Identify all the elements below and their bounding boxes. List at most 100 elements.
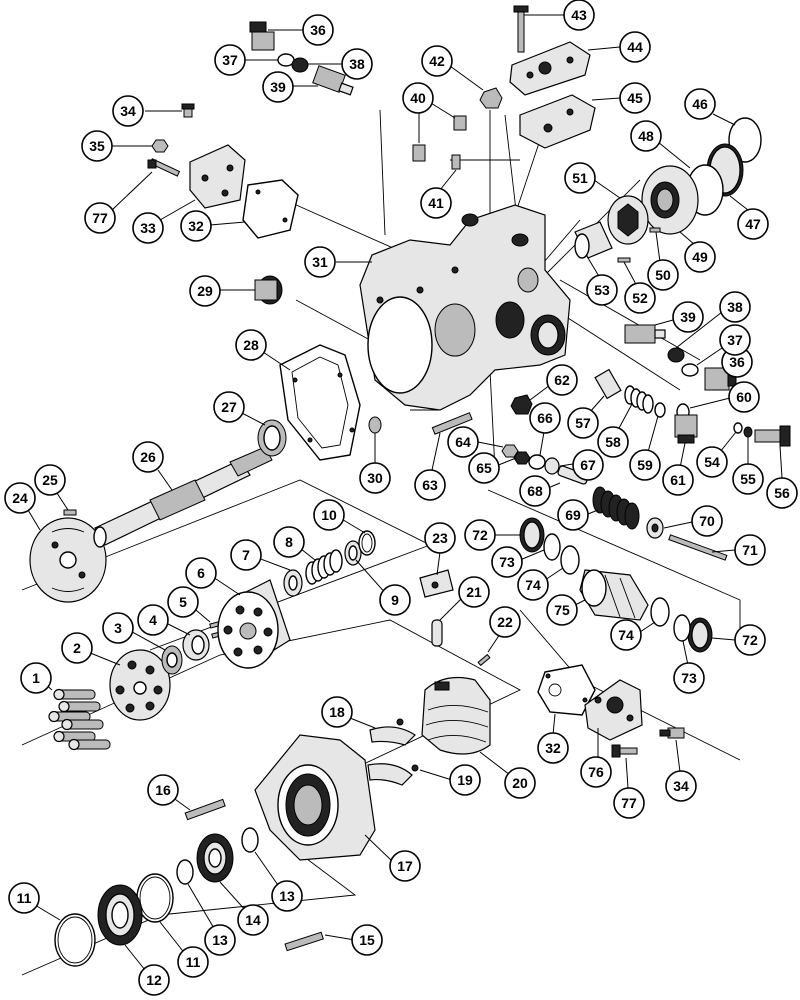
callout-label: 34 [673,778,689,794]
callout-8: 8 [273,526,316,561]
callout-label: 57 [575,415,591,431]
plug-62 [510,394,533,415]
valve-plate [29,517,107,603]
callout-64: 64 [447,426,504,458]
callout-label: 70 [699,513,715,529]
plug-36a [249,21,275,51]
callout-label: 28 [243,337,259,353]
callout-72b: 72 [711,624,766,656]
guide-block [419,569,454,598]
spherical-washer [182,629,210,661]
callout-label: 56 [774,485,790,501]
rod-71 [668,534,728,561]
callout-label: 11 [17,890,32,906]
callout-label: 24 [12,490,28,506]
callout-57: 57 [567,395,605,439]
callout-19: 19 [419,764,481,796]
callout-label: 12 [146,972,162,988]
callout-label: 8 [285,534,293,550]
callout-73a: 73 [491,546,545,578]
gerotor [607,195,649,245]
callout-label: 62 [554,372,570,388]
sleeve-57 [594,368,622,400]
callout-label: 38 [727,299,743,315]
seal-72a [519,517,545,553]
callout-label: 47 [745,216,761,232]
callout-65: 65 [468,452,517,484]
ring-74a [560,545,580,575]
callout-15: 15 [324,924,383,956]
o-ring-54 [733,422,743,434]
callout-label: 21 [466,584,482,600]
callout-label: 68 [527,483,543,499]
poppet-38a [291,57,309,73]
callout-label: 23 [432,530,448,546]
callout-label: 26 [140,449,156,465]
callout-50: 50 [647,231,679,291]
callout-35: 35 [81,130,152,162]
callout-2: 2 [61,632,121,666]
gasket-32a [242,179,299,239]
plug [254,275,283,305]
callout-label: 39 [680,309,696,325]
spring-69 [592,486,640,530]
bolt-43 [513,5,529,53]
callout-52: 52 [623,261,656,314]
nut-35 [151,139,169,153]
callout-30: 30 [359,433,391,494]
callout-label: 42 [429,53,445,69]
callout-71: 71 [711,534,766,566]
callout-label: 74 [618,627,634,643]
callout-label: 6 [197,565,205,581]
callout-label: 14 [245,912,261,928]
callout-73b: 73 [673,640,705,694]
callout-label: 51 [572,170,588,186]
callout-9: 9 [355,559,411,616]
washer [283,569,303,597]
callout-label: 52 [632,290,648,306]
callout-label: 20 [512,775,528,791]
callout-49: 49 [679,231,716,273]
callout-27: 27 [213,391,266,426]
shim-13b [241,827,259,853]
callout-77b: 77 [613,757,645,819]
callout-label: 58 [605,434,621,450]
pump-cover-49 [641,165,699,235]
stud-63 [431,412,473,435]
callout-label: 72 [472,527,488,543]
callout-37b: 37 [696,324,751,366]
callout-45: 45 [591,82,651,114]
callout-label: 66 [537,410,553,426]
callout-label: 60 [736,389,752,405]
callout-3: 3 [102,612,166,651]
plug-36b [704,367,737,391]
callout-63: 63 [414,432,446,501]
callout-label: 7 [242,547,250,563]
key [63,509,77,516]
piston-shoe-set [48,688,111,751]
callout-label: 2 [73,640,81,656]
callout-26: 26 [132,441,173,491]
spring-58 [624,385,654,414]
callout-label: 25 [42,472,58,488]
plate-45 [519,94,596,149]
callout-label: 75 [554,602,570,618]
callout-label: 37 [222,52,238,68]
callout-74b: 74 [610,619,656,651]
cartridge-39a [312,65,354,96]
callout-label: 40 [410,90,426,106]
callout-11b: 11 [159,921,209,978]
callout-76: 76 [580,728,612,788]
flange-44 [509,41,591,96]
pin-19 [396,718,419,772]
callout-72a: 72 [464,519,520,551]
callout-36a: 36 [268,14,334,46]
plug-61 [674,414,698,444]
callout-label: 36 [310,22,326,38]
callout-label: 73 [681,670,697,686]
cover-33 [189,144,246,209]
callout-label: 19 [457,772,473,788]
callout-6: 6 [185,557,241,596]
plug-42 [479,87,503,109]
callout-1: 1 [20,662,53,694]
